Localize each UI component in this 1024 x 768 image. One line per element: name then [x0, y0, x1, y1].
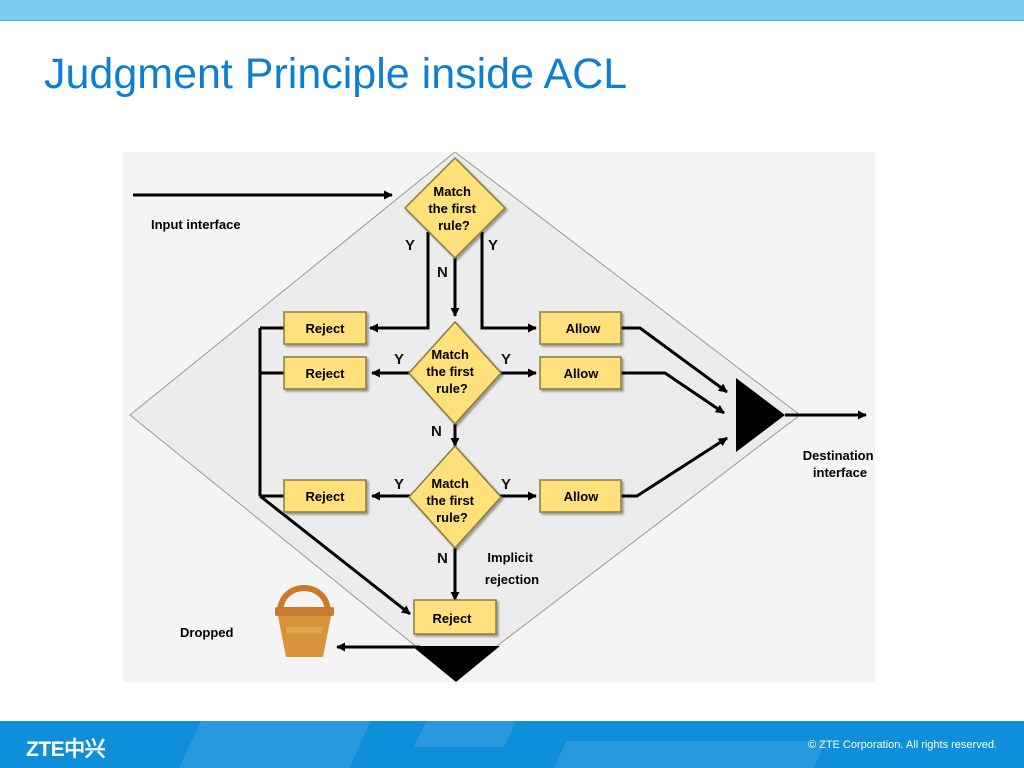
d1-no-label: N: [437, 264, 448, 281]
copyright-text: © ZTE Corporation. All rights reserved.: [807, 739, 997, 751]
implicit-rejection-label: Implicit rejection: [485, 550, 539, 587]
slide-title: Judgment Principle inside ACL: [44, 50, 628, 98]
d2-no-label: N: [431, 423, 442, 440]
d3-yes-right-label: Y: [501, 476, 511, 493]
d2-yes-left-label: Y: [394, 351, 404, 368]
svg-text:Allow: Allow: [564, 489, 600, 504]
allow-line-1: [621, 326, 728, 394]
svg-text:Match the first: Match the first rule?: [426, 347, 477, 396]
reject-box-1: Reject: [283, 311, 367, 345]
d1-yes-left-label: Y: [405, 237, 415, 254]
svg-text:Match the first: Match the first rule?: [426, 476, 477, 525]
company-logo: ZTE中兴: [26, 738, 106, 761]
arrow-d1-yes-left: [369, 232, 430, 333]
svg-text:Reject: Reject: [305, 366, 345, 381]
reject-box-3: Reject: [283, 479, 367, 513]
svg-text:Reject: Reject: [305, 321, 345, 336]
decision-2: Match the first rule?: [407, 320, 503, 426]
drop-funnel: [412, 646, 500, 682]
decision-1: Match the first rule?: [403, 156, 507, 260]
arrow-d1-yes-right: [480, 232, 537, 333]
allow-box-1: Allow: [539, 311, 622, 345]
d1-yes-right-label: Y: [488, 237, 498, 254]
footer-decoration: [413, 721, 517, 747]
svg-text:Reject: Reject: [305, 489, 345, 504]
decision-3: Match the first rule?: [407, 444, 503, 550]
destination-interface-label: Destination interface: [803, 448, 875, 480]
svg-text:Reject: Reject: [432, 611, 472, 626]
allow-box-3: Allow: [539, 479, 622, 513]
d2-yes-right-label: Y: [501, 351, 511, 368]
footer-decoration: [553, 741, 827, 768]
allow-box-2: Allow: [539, 356, 622, 390]
diagram-panel: Input interface Y Y N Y Y N Y Y N Implic…: [123, 152, 875, 682]
acl-flowchart: Input interface Y Y N Y Y N Y Y N Implic…: [129, 152, 875, 682]
svg-text:Allow: Allow: [566, 321, 602, 336]
svg-text:Match the first: Match the first rule?: [428, 184, 479, 233]
bucket-icon: [275, 585, 334, 657]
allow-line-2: [621, 371, 725, 415]
allow-line-3: [621, 436, 728, 498]
dropped-label: Dropped: [180, 625, 234, 640]
top-bar: [0, 0, 1024, 21]
d3-no-label: N: [437, 550, 448, 567]
input-interface-label: Input interface: [151, 217, 241, 232]
svg-text:Allow: Allow: [564, 366, 600, 381]
output-funnel: [736, 378, 785, 452]
reject-box-final: Reject: [413, 599, 497, 635]
footer-decoration: [179, 721, 371, 768]
d3-yes-left-label: Y: [394, 476, 404, 493]
reject-bus-to-final: [259, 494, 411, 616]
footer-bar: [0, 721, 1024, 768]
reject-box-2: Reject: [283, 356, 367, 390]
